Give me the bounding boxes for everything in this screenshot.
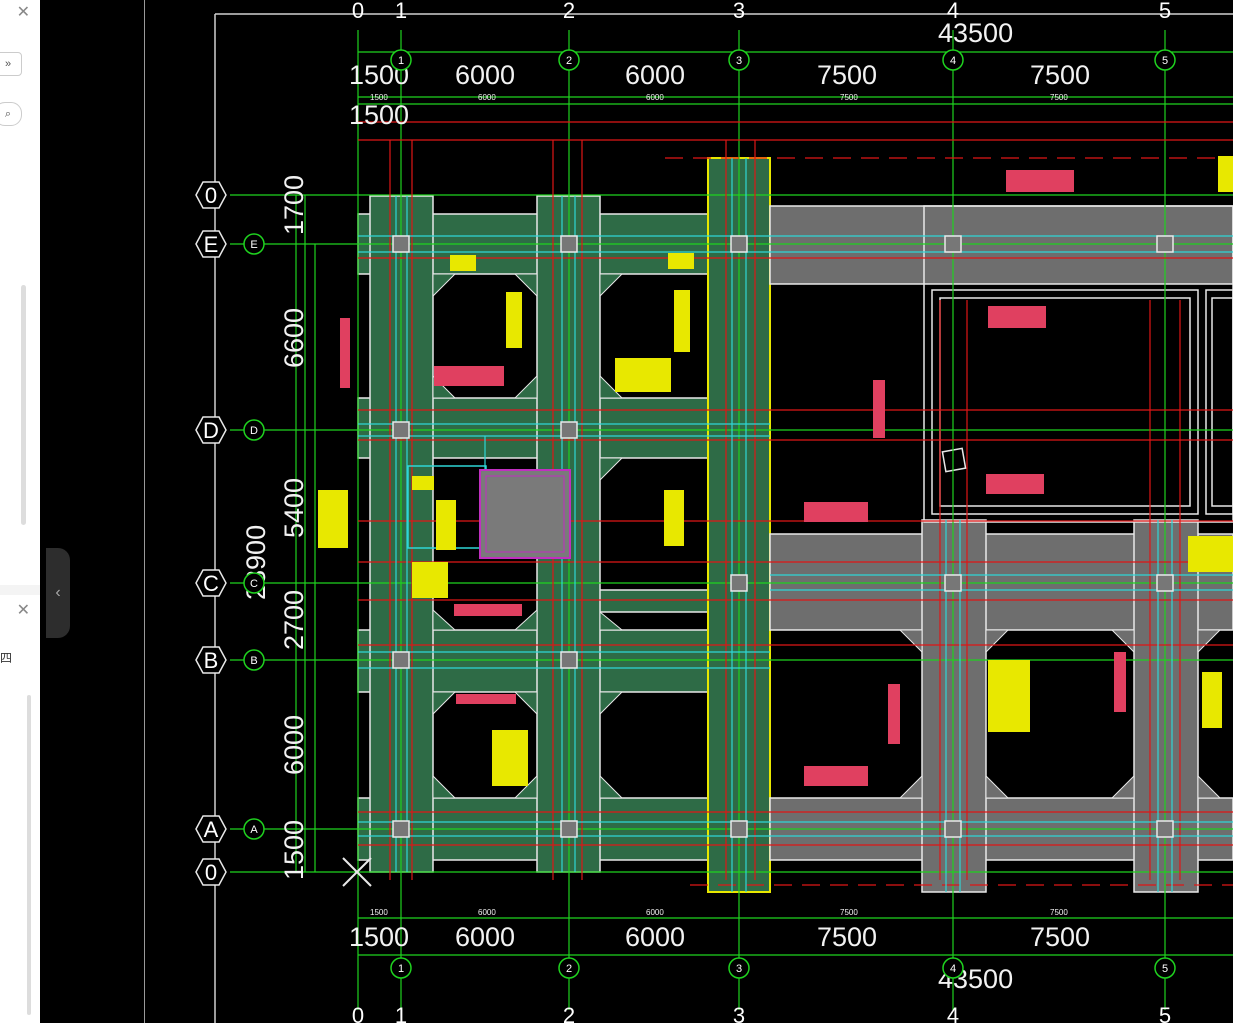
svg-text:1: 1 — [398, 963, 404, 975]
left-dimensions: 1700 6600 5400 2700 6000 1500 — [279, 175, 309, 880]
axis-label: 1 — [395, 0, 407, 23]
small-dim: 6000 — [646, 93, 664, 102]
chevron-left-icon: ‹ — [55, 584, 61, 601]
svg-text:5: 5 — [1162, 55, 1168, 67]
svg-text:C: C — [250, 578, 258, 590]
left-side-panel: ✕ » ⌕ ✕ 四 — [0, 0, 41, 1023]
small-dim: 6000 — [646, 908, 664, 917]
small-dim: 1500 — [370, 908, 388, 917]
svg-text:5: 5 — [1162, 963, 1168, 975]
svg-text:1: 1 — [398, 55, 404, 67]
rebar-annotations — [318, 156, 1233, 786]
small-dim: 6000 — [478, 93, 496, 102]
panel-divider — [144, 0, 145, 1023]
svg-text:3: 3 — [736, 963, 742, 975]
row-axis-labels: 0 E D C B A 0 — [195, 181, 227, 886]
axis-grid — [230, 30, 1233, 1010]
small-dim: 7500 — [840, 908, 858, 917]
axis-label: 3 — [733, 1003, 745, 1023]
svg-text:D: D — [250, 425, 258, 437]
axis-label: 5 — [1159, 0, 1171, 23]
panel-scrollbar[interactable] — [27, 695, 31, 1015]
red-annotations — [340, 170, 1126, 786]
expand-icon[interactable]: » — [0, 52, 22, 76]
cad-drawing-canvas[interactable]: 43500 43500 23900 1500 6000 6000 7500 75… — [145, 0, 1233, 1023]
top-dimensions: 1500 6000 6000 7500 7500 1500 — [349, 60, 1090, 130]
row-label: 0 — [205, 183, 217, 208]
svg-text:A: A — [250, 824, 258, 836]
small-dim: 7500 — [1050, 93, 1068, 102]
bottom-dim: 1500 — [349, 922, 409, 952]
column-piers — [392, 235, 1174, 838]
bottom-dim: 6000 — [625, 922, 685, 952]
svg-text:4: 4 — [950, 55, 956, 67]
top-axis-bubbles: 1 2 3 4 5 — [390, 49, 1176, 71]
svg-text:2: 2 — [566, 963, 572, 975]
close-icon[interactable]: ✕ — [16, 602, 30, 619]
row-label: 0 — [205, 860, 217, 885]
axis-label: 2 — [563, 0, 575, 23]
row-label: E — [204, 232, 219, 257]
bottom-dim: 6000 — [455, 922, 515, 952]
svg-text:E: E — [250, 239, 257, 251]
panel-scrollbar[interactable] — [21, 285, 26, 525]
top-dim-extra: 1500 — [349, 100, 409, 130]
small-dim: 1500 — [370, 93, 388, 102]
pit-outline — [923, 205, 1233, 523]
row-label: C — [203, 571, 219, 596]
top-dim: 6000 — [625, 60, 685, 90]
left-dim: 1500 — [279, 820, 309, 880]
small-dimensions: 1500 6000 6000 7500 7500 1500 6000 6000 … — [370, 93, 1068, 917]
axis-label: 5 — [1159, 1003, 1171, 1023]
bottom-dimensions: 1500 6000 6000 7500 7500 — [349, 922, 1090, 952]
panel-label: 四 — [0, 651, 13, 665]
left-dim: 2700 — [279, 590, 309, 650]
bottom-dim: 7500 — [1030, 922, 1090, 952]
small-dim: 7500 — [1050, 908, 1068, 917]
top-dim: 7500 — [1030, 60, 1090, 90]
row-label: A — [204, 817, 219, 842]
axis-label: 2 — [563, 1003, 575, 1023]
row-label: B — [204, 648, 219, 673]
row-label: D — [203, 418, 219, 443]
bottom-axis-labels: 0 1 2 3 4 5 — [352, 1003, 1171, 1023]
search-icon[interactable]: ⌕ — [0, 102, 22, 126]
axis-label: 4 — [947, 1003, 959, 1023]
svg-text:4: 4 — [950, 963, 956, 975]
small-dim: 6000 — [478, 908, 496, 917]
red-lines — [358, 121, 1233, 886]
properties-panel: ✕ » ⌕ — [0, 0, 41, 585]
left-dim: 5400 — [279, 478, 309, 538]
highlight-magenta[interactable] — [479, 469, 571, 559]
axis-label: 0 — [352, 0, 364, 23]
bottom-dim: 7500 — [817, 922, 877, 952]
axis-label: 3 — [733, 0, 745, 23]
svg-text:3: 3 — [736, 55, 742, 67]
left-dim: 6600 — [279, 308, 309, 368]
axis-label: 4 — [947, 0, 959, 23]
axis-label: 1 — [395, 1003, 407, 1023]
top-axis-labels: 0 1 2 3 4 5 — [352, 0, 1171, 23]
top-total-dim: 43500 — [938, 18, 1013, 48]
axis-label: 0 — [352, 1003, 364, 1023]
left-dim: 1700 — [279, 175, 309, 235]
row-axis-bubbles: E D C B A — [243, 233, 265, 840]
svg-text:B: B — [250, 655, 257, 667]
close-icon[interactable]: ✕ — [16, 4, 30, 21]
top-dim: 6000 — [455, 60, 515, 90]
drawing-margin — [40, 0, 144, 1023]
left-dim: 6000 — [279, 715, 309, 775]
top-dim: 7500 — [817, 60, 877, 90]
ucs-origin-icon — [342, 857, 372, 887]
collapse-panel-button[interactable]: ‹ — [46, 548, 70, 638]
small-dim: 7500 — [840, 93, 858, 102]
bottom-axis-bubbles: 1 2 3 4 5 — [390, 957, 1176, 979]
layers-panel: ✕ 四 — [0, 595, 41, 1023]
svg-text:2: 2 — [566, 55, 572, 67]
foundation-plan[interactable]: 43500 43500 23900 1500 6000 6000 7500 75… — [145, 0, 1233, 1023]
